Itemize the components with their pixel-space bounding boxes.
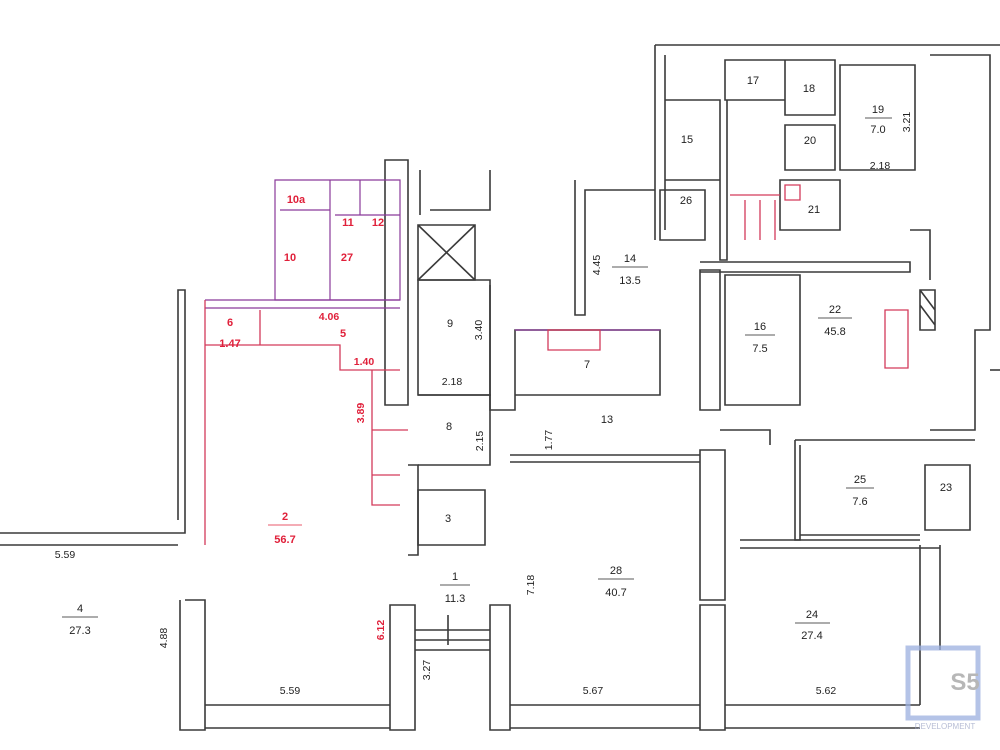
dimension: 1.40 (354, 356, 375, 368)
dimension: 7.18 (525, 575, 537, 596)
dimension: 2.18 (870, 160, 891, 172)
room-14-number: 14 (624, 253, 636, 265)
dimension: 4.06 (319, 311, 340, 323)
room-6-number: 6 (227, 317, 233, 329)
room-10-number: 10 (284, 252, 296, 264)
room-4-area: 27.3 (69, 625, 90, 637)
room-9-number: 9 (447, 318, 453, 330)
dimension: 2.15 (474, 431, 486, 452)
room-7-number: 7 (584, 359, 590, 371)
room-24-area: 27.4 (801, 630, 822, 642)
room-4-number: 4 (77, 603, 83, 615)
room-12-number: 12 (372, 217, 384, 229)
dimension: 3.40 (473, 320, 485, 341)
dimension: 5.67 (583, 685, 604, 697)
room-28-number: 28 (610, 565, 622, 577)
dimension: 2.18 (442, 376, 463, 388)
room-18-number: 18 (803, 83, 815, 95)
room-8-number: 8 (446, 421, 452, 433)
room-26-number: 26 (680, 195, 692, 207)
room-19-area: 7.0 (870, 124, 885, 136)
room-3-number: 3 (445, 513, 451, 525)
room-16-number: 16 (754, 321, 766, 333)
room-27-number: 27 (341, 252, 353, 264)
room-16-area: 7.5 (752, 343, 767, 355)
s5-logo-watermark: S5 DEVELOPMENT (905, 645, 981, 731)
dimension: 4.88 (158, 628, 170, 649)
room-13-number: 13 (601, 414, 613, 426)
dimension: 3.89 (355, 403, 367, 424)
room-1-number: 1 (452, 571, 458, 583)
room-1-area: 11.3 (445, 593, 466, 605)
room-20-number: 20 (804, 135, 816, 147)
logo-subtitle: DEVELOPMENT (915, 722, 976, 731)
dimension: 3.21 (901, 112, 913, 133)
room-21-number: 21 (808, 204, 820, 216)
walls (0, 44, 1000, 731)
room-2-area: 56.7 (274, 534, 295, 546)
room-labels: 1 11.3 2 56.7 3 4 27.3 5 6 1.47 7 8 9 10… (62, 75, 952, 642)
dimension: 5.59 (55, 549, 76, 561)
room-10a-number: 10a (287, 194, 306, 206)
room-17-number: 17 (747, 75, 759, 87)
room-25-area: 7.6 (852, 496, 867, 508)
room-22-number: 22 (829, 304, 841, 316)
room-15-number: 15 (681, 134, 693, 146)
room-11-number: 11 (342, 217, 354, 229)
dimension: 1.77 (543, 430, 555, 451)
room-25-number: 25 (854, 474, 866, 486)
dimensions: 5.59 5.59 5.67 5.62 4.88 3.27 7.18 3.40 … (55, 112, 913, 697)
room-24-number: 24 (806, 609, 818, 621)
room-19-number: 19 (872, 104, 884, 116)
room-6-area: 1.47 (219, 338, 240, 350)
room-5-number: 5 (340, 328, 346, 340)
room-14-area: 13.5 (619, 275, 640, 287)
dimension: 3.27 (421, 660, 433, 681)
dimension: 5.62 (816, 685, 837, 697)
logo-mark: S5 (950, 669, 979, 696)
room-28-area: 40.7 (605, 587, 626, 599)
dimension: 5.59 (280, 685, 301, 697)
dimension: 6.12 (375, 620, 387, 641)
room-23-number: 23 (940, 482, 952, 494)
dimension: 4.45 (591, 255, 603, 276)
room-22-area: 45.8 (824, 326, 845, 338)
room-2-number: 2 (282, 511, 288, 523)
